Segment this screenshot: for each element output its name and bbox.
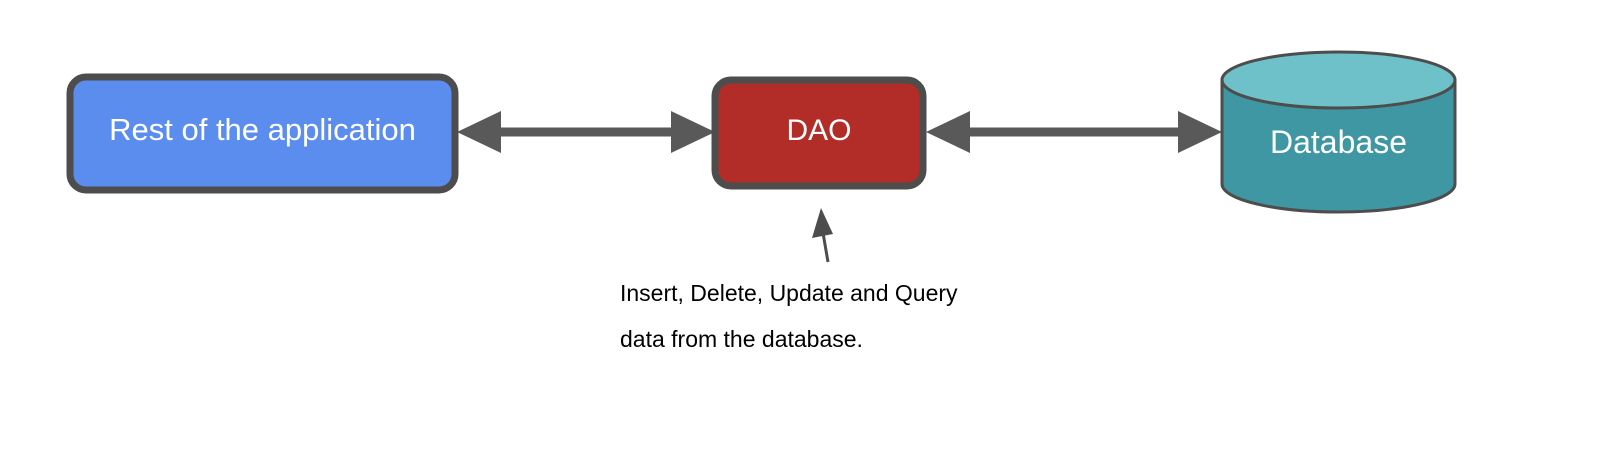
database-cylinder-body — [1220, 78, 1457, 214]
connector-dao-to-database-arrowhead-left — [926, 111, 970, 153]
database-cylinder-top — [1220, 50, 1457, 110]
annotation-pointer-arrowhead — [812, 208, 833, 238]
connector-app-to-dao-arrowhead-left — [457, 111, 501, 153]
database-cylinder[interactable] — [1220, 50, 1457, 214]
dao-box[interactable] — [711, 76, 927, 190]
connector-app-to-dao-arrowhead-right — [671, 111, 715, 153]
connector-dao-to-database-arrowhead-right — [1178, 111, 1222, 153]
connector-dao-to-database[interactable] — [926, 111, 1222, 153]
application-box-shape — [66, 73, 459, 194]
application-box[interactable] — [66, 73, 459, 194]
annotation-pointer-arrow — [812, 208, 833, 263]
dao-box-shape — [711, 76, 927, 190]
connector-app-to-dao[interactable] — [457, 111, 715, 153]
annotation-caption: Insert, Delete, Update and Query data fr… — [620, 280, 958, 352]
